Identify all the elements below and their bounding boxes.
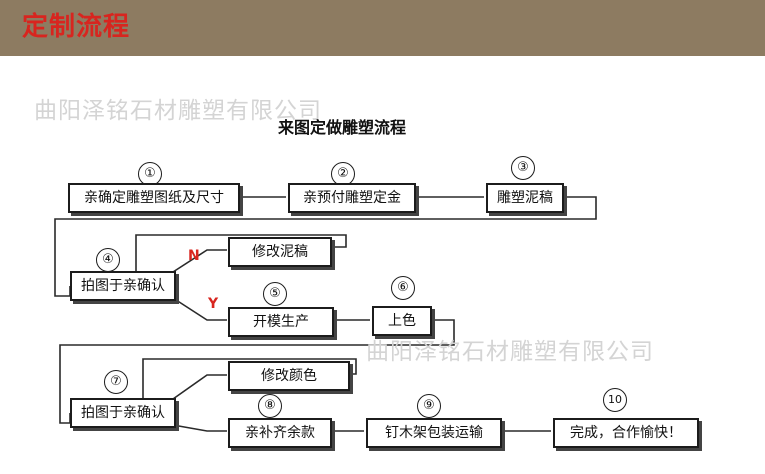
watermark-middle: 曲阳泽铭石材雕塑有限公司 [366, 339, 654, 365]
step-deposit: 亲预付雕塑定金 [288, 183, 416, 213]
step-balance-payment: 亲补齐余款 [228, 418, 332, 448]
branch-yes-label: Y [208, 296, 219, 312]
step-number-3: ③ [511, 156, 535, 180]
step-revise-clay: 修改泥稿 [228, 237, 332, 267]
step-clay-draft: 雕塑泥稿 [486, 183, 564, 213]
step-revise-color: 修改颜色 [228, 361, 350, 391]
step-complete: 完成，合作愉快！ [553, 418, 699, 448]
header-title: 定制流程 [22, 12, 131, 42]
header-bar: 定制流程 [0, 0, 765, 56]
step-number-6: ⑥ [391, 276, 415, 300]
step-number-8: ⑧ [258, 394, 282, 418]
step-number-10: 10 [603, 388, 627, 412]
step-number-4: ④ [96, 248, 120, 272]
branch-no-label: N [188, 248, 200, 264]
step-coloring: 上色 [372, 306, 432, 336]
step-photo-confirm-2: 拍图于亲确认 [70, 398, 176, 428]
watermark-top: 曲阳泽铭石材雕塑有限公司 [34, 98, 322, 124]
step-number-1: ① [138, 162, 162, 186]
step-confirm-drawing: 亲确定雕塑图纸及尺寸 [68, 183, 240, 213]
diagram-title: 来图定做雕塑流程 [278, 118, 407, 137]
step-number-7: ⑦ [104, 370, 128, 394]
step-number-2: ② [331, 162, 355, 186]
step-mold-production: 开模生产 [228, 307, 334, 337]
step-pack-ship: 钉木架包装运输 [366, 418, 502, 448]
step-number-5: ⑤ [263, 282, 287, 306]
step-number-9: ⑨ [417, 394, 441, 418]
step-photo-confirm-1: 拍图于亲确认 [70, 271, 176, 301]
